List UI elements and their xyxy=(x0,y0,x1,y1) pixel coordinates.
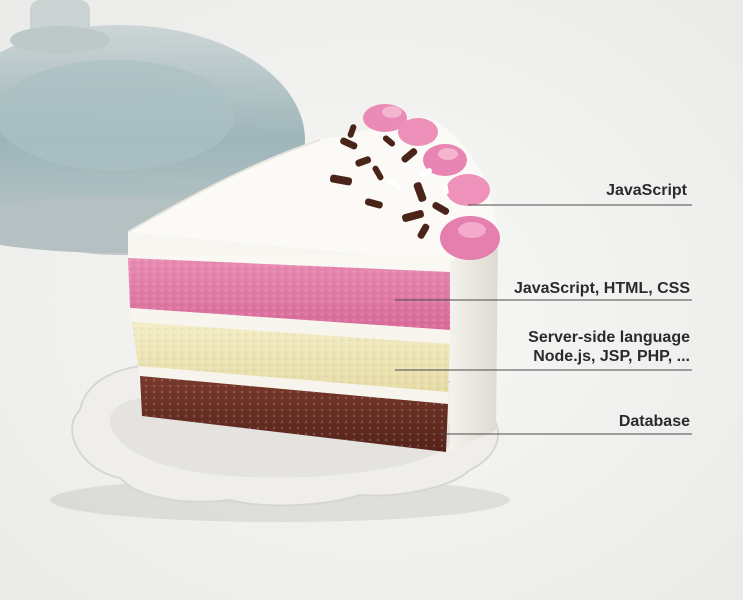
label-server-side-language: Server-side language xyxy=(528,329,690,346)
cake-front xyxy=(128,232,450,452)
cake-top xyxy=(127,118,498,262)
white-sprinkles xyxy=(388,168,449,195)
leader-lines xyxy=(395,204,692,435)
label-javascript: JavaScript xyxy=(606,182,687,199)
label-database: Database xyxy=(618,413,690,430)
chocolate-sprinkles xyxy=(329,124,450,239)
cake-side xyxy=(450,232,498,452)
label-frontend: JavaScript, HTML, CSS xyxy=(513,280,690,297)
pink-topping xyxy=(363,104,500,260)
label-server-examples: Node.js, JSP, PHP, ... xyxy=(533,348,690,365)
